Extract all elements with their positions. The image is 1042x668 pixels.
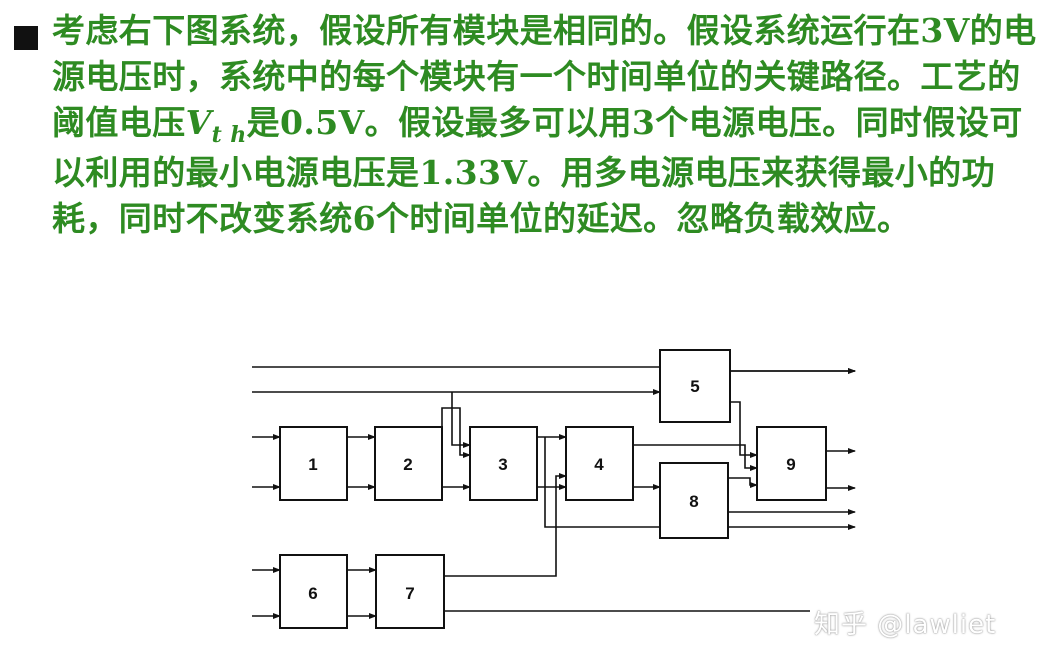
- block-7-label: 7: [405, 584, 414, 603]
- block-1-label: 1: [308, 455, 317, 474]
- vth-subscript: t h: [211, 122, 247, 148]
- watermark: 知乎 @lawliet: [814, 610, 997, 640]
- diagram-wires: [252, 367, 855, 619]
- block-6: 6: [279, 554, 348, 629]
- block-4: 4: [565, 426, 634, 501]
- block-2: 2: [374, 426, 443, 501]
- vth-symbol: V: [185, 103, 212, 142]
- bullet-square: [14, 26, 38, 50]
- block-9-label: 9: [786, 455, 795, 474]
- block-4-label: 4: [594, 455, 604, 474]
- block-8-label: 8: [689, 492, 698, 511]
- problem-text-after: 是0.5V。假设最多可以用3个电源电压。同时假设可以利用的最小电源电压是1.33…: [52, 103, 1023, 238]
- block-2-label: 2: [403, 455, 412, 474]
- block-6-label: 6: [308, 584, 317, 603]
- block-9: 9: [756, 426, 827, 501]
- block-5: 5: [659, 349, 731, 423]
- block-8: 8: [659, 462, 729, 539]
- problem-statement: 考虑右下图系统，假设所有模块是相同的。假设系统运行在3V的电源电压时，系统中的每…: [52, 8, 1037, 242]
- block-5-label: 5: [690, 377, 699, 396]
- block-3-label: 3: [498, 455, 507, 474]
- block-1: 1: [279, 426, 348, 501]
- problem-text-before: 考虑右下图系统，假设所有模块是相同的。假设系统运行在3V的电源电压时，系统中的每…: [52, 11, 1037, 142]
- block-3: 3: [469, 426, 538, 501]
- block-7: 7: [375, 554, 445, 629]
